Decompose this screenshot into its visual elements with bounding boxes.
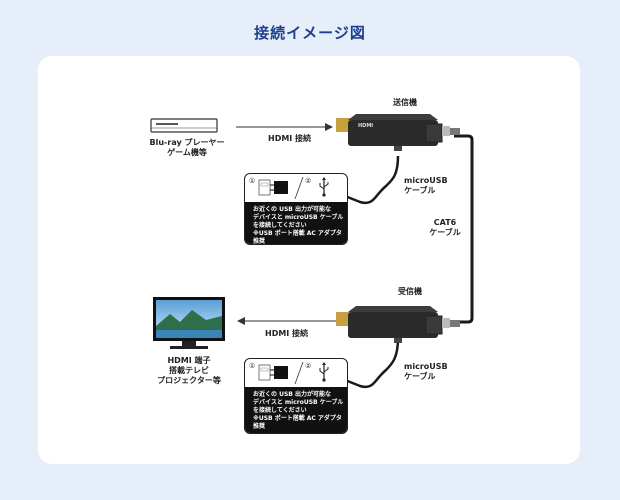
- power-note-top-line2: デバイスと microUSB ケーブル: [253, 214, 344, 221]
- usb-icon: [319, 177, 329, 197]
- display-label: HDMI 端子 搭載テレビ プロジェクター等: [136, 356, 242, 386]
- step2-bottom: ②: [305, 362, 312, 370]
- display-label-line1: HDMI 端子: [167, 356, 211, 365]
- usb-top-label-line1: microUSB: [404, 176, 448, 185]
- source-label-line2: ゲーム機等: [167, 148, 207, 157]
- power-note-top: お近くの USB 出力が可能な デバイスと microUSB ケーブル を接続し…: [245, 202, 347, 244]
- power-note-top-line5: 推奨: [253, 238, 266, 245]
- receiver-device: [336, 306, 460, 343]
- power-note-bottom-line4: ※USB ポート搭載 AC アダプタ: [253, 415, 342, 422]
- hdmi-bottom-label: HDMI 接続: [265, 329, 309, 338]
- power-instruction-top: ① ② お近くの USB 出力が可能な デバイスと microUSB ケーブル …: [244, 173, 348, 245]
- usb-cable-bottom: [344, 337, 400, 389]
- transmitter-label: 送信機: [393, 98, 417, 107]
- usb-icon: [319, 362, 329, 382]
- source-label: Blu-ray プレーヤー ゲーム機等: [140, 138, 234, 158]
- step1-top: ①: [249, 177, 256, 185]
- usb-bottom-label: microUSB ケーブル: [404, 362, 448, 382]
- usb-top-label-line2: ケーブル: [404, 186, 436, 195]
- power-instruction-bottom: ① ② お近くの USB 出力が可能な デバイスと microUSB ケーブル …: [244, 358, 348, 434]
- diagram-title: 接続イメージ図: [254, 24, 366, 42]
- cat6-label: CAT6 ケーブル: [420, 218, 470, 238]
- display-label-line3: プロジェクター等: [157, 376, 221, 385]
- power-note-bottom: お近くの USB 出力が可能な デバイスと microUSB ケーブル を接続し…: [245, 387, 347, 433]
- receiver-label: 受信機: [398, 287, 422, 296]
- tv-display-icon: [153, 297, 225, 349]
- power-note-top-line3: を接続してください: [253, 222, 307, 229]
- ac-adapter-icon: [258, 364, 288, 381]
- hdmi-top-label: HDMI 接続: [268, 134, 312, 143]
- power-note-bottom-line3: を接続してください: [253, 407, 307, 414]
- step1-bottom: ①: [249, 362, 256, 370]
- transmitter-hdmi-mark: HDMI: [358, 123, 374, 129]
- divider-slash: [294, 361, 304, 385]
- usb-bottom-label-line1: microUSB: [404, 362, 448, 371]
- power-note-bottom-line5: 推奨: [253, 423, 266, 430]
- usb-cable-top: [344, 155, 400, 205]
- display-label-line2: 搭載テレビ: [169, 366, 209, 375]
- power-note-top-line1: お近くの USB 出力が可能な: [253, 206, 331, 213]
- power-note-bottom-line1: お近くの USB 出力が可能な: [253, 391, 331, 398]
- power-note-bottom-line2: デバイスと microUSB ケーブル: [253, 399, 344, 406]
- bluray-player-icon: [150, 118, 218, 133]
- usb-top-label: microUSB ケーブル: [404, 176, 448, 196]
- transmitter-device: [336, 114, 460, 151]
- cat6-label-line1: CAT6: [433, 218, 457, 227]
- usb-bottom-label-line2: ケーブル: [404, 372, 436, 381]
- power-note-top-line4: ※USB ポート搭載 AC アダプタ: [253, 230, 342, 237]
- cat6-cable: [454, 134, 474, 324]
- ac-adapter-icon: [258, 179, 288, 196]
- cat6-label-line2: ケーブル: [429, 228, 461, 237]
- source-label-line1: Blu-ray プレーヤー: [149, 138, 225, 147]
- divider-slash: [294, 176, 304, 200]
- step2-top: ②: [305, 177, 312, 185]
